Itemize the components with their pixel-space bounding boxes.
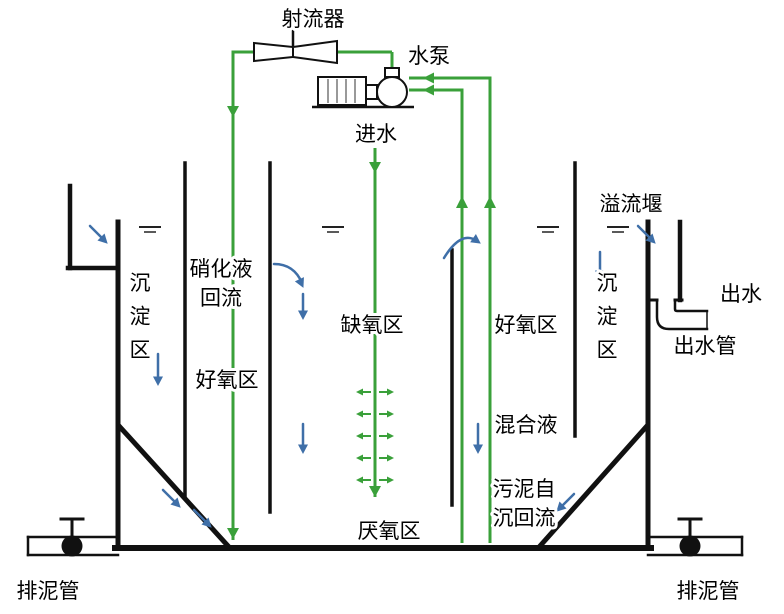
label-sludge-reflux-2: 沉回流: [493, 506, 556, 530]
diffuser-arrows: [356, 388, 394, 484]
label-effluent-pipe: 出水管: [674, 334, 737, 358]
label-influent: 进水: [355, 122, 397, 146]
flow-arrowhead: [201, 517, 212, 528]
label-nitrified-reflux-1: 硝化液: [190, 257, 253, 281]
labels: 射流器 水泵 进水 溢流堰 出水 出水管 沉淀区 沉淀区 硝化液 回流 好氧区 …: [14, 4, 766, 606]
jet-ejector: [253, 29, 338, 65]
flow-arrowhead: [356, 388, 363, 396]
right-hopper-slope: [536, 423, 650, 550]
flow-arrowhead: [298, 444, 308, 454]
pipe-wall: [673, 298, 709, 313]
label-settling-zone-right: 沉淀区: [597, 271, 618, 362]
flow-arrowhead: [484, 196, 496, 208]
flow-arrowhead: [294, 277, 304, 288]
flow-arrowhead: [227, 106, 239, 117]
flow-arrowhead: [170, 497, 181, 508]
flow-arrow: [88, 224, 105, 241]
flow-arrow: [636, 224, 653, 241]
flow-arrowhead: [387, 454, 394, 462]
tank-structure: [65, 183, 684, 551]
flow-arrow: [161, 488, 178, 505]
pump-discharge-flange: [384, 67, 400, 78]
flow-arrow: [192, 508, 209, 525]
left-sludge-pipe: [26, 517, 120, 557]
pump-motor: [317, 76, 367, 106]
label-pump: 水泵: [408, 44, 450, 68]
label-nitrified-reflux-2: 回流: [200, 286, 242, 310]
flow-arrowhead: [356, 454, 363, 462]
flow-arrowhead: [473, 444, 483, 454]
ejector-nozzle: [253, 41, 294, 63]
flow-arrowhead: [298, 310, 308, 320]
flow-arrowhead: [97, 233, 108, 244]
flow-arrowhead: [369, 486, 381, 497]
flow-arrowhead: [356, 476, 363, 484]
influent-pipe: [356, 148, 394, 497]
flow-arrowhead: [595, 270, 605, 280]
label-sludge-reflux-1: 污泥自: [493, 477, 556, 501]
flow-arrowhead: [423, 84, 434, 96]
flow-arrowhead: [153, 376, 163, 386]
flow-arrowhead: [556, 501, 567, 512]
label-anaerobic: 厌氧区: [358, 519, 421, 543]
ejector-diffuser: [292, 39, 338, 65]
flow-arrowhead: [423, 72, 434, 84]
water-level-marks: [139, 226, 629, 233]
flow-arrowhead: [387, 410, 394, 418]
flow-arrowhead: [470, 234, 481, 244]
flow-arrowhead: [645, 233, 656, 244]
label-sludge-pipe-left: 排泥管: [17, 579, 80, 603]
riser-pipes: [409, 72, 496, 543]
pump-casing: [376, 76, 408, 108]
label-mixed-liquor: 混合液: [495, 413, 558, 437]
label-aerobic-right: 好氧区: [495, 313, 558, 337]
label-aerobic-left: 好氧区: [196, 368, 259, 392]
label-sludge-pipe-right: 排泥管: [677, 579, 740, 603]
pump-coupling: [365, 84, 378, 100]
pipe-wall: [655, 298, 709, 331]
label-overflow-weir: 溢流堰: [600, 192, 663, 216]
label-effluent: 出水: [720, 282, 762, 306]
flow-arrowhead: [356, 410, 363, 418]
left-hopper-slope: [116, 423, 232, 550]
flow-arrowhead: [369, 162, 381, 173]
flow-arrowhead: [387, 476, 394, 484]
recirculation-pipes: [227, 50, 496, 543]
flow-direction-arrows: [88, 224, 656, 528]
label-ejector: 射流器: [282, 7, 345, 31]
right-sludge-pipe: [646, 517, 744, 557]
label-anoxic: 缺氧区: [341, 313, 404, 337]
label-settling-zone-left: 沉淀区: [130, 271, 151, 362]
water-pump: [312, 67, 414, 109]
left-sludge-valve: [61, 535, 83, 557]
flow-arrowhead: [227, 528, 239, 539]
flow-arrowhead: [387, 432, 394, 440]
effluent-pipe: [655, 298, 709, 331]
flow-arrowhead: [356, 432, 363, 440]
flow-arrowhead: [387, 388, 394, 396]
baffles: [183, 161, 577, 514]
flow-arrowhead: [456, 196, 468, 208]
flow-arrow: [559, 492, 576, 509]
right-sludge-valve: [679, 535, 701, 557]
